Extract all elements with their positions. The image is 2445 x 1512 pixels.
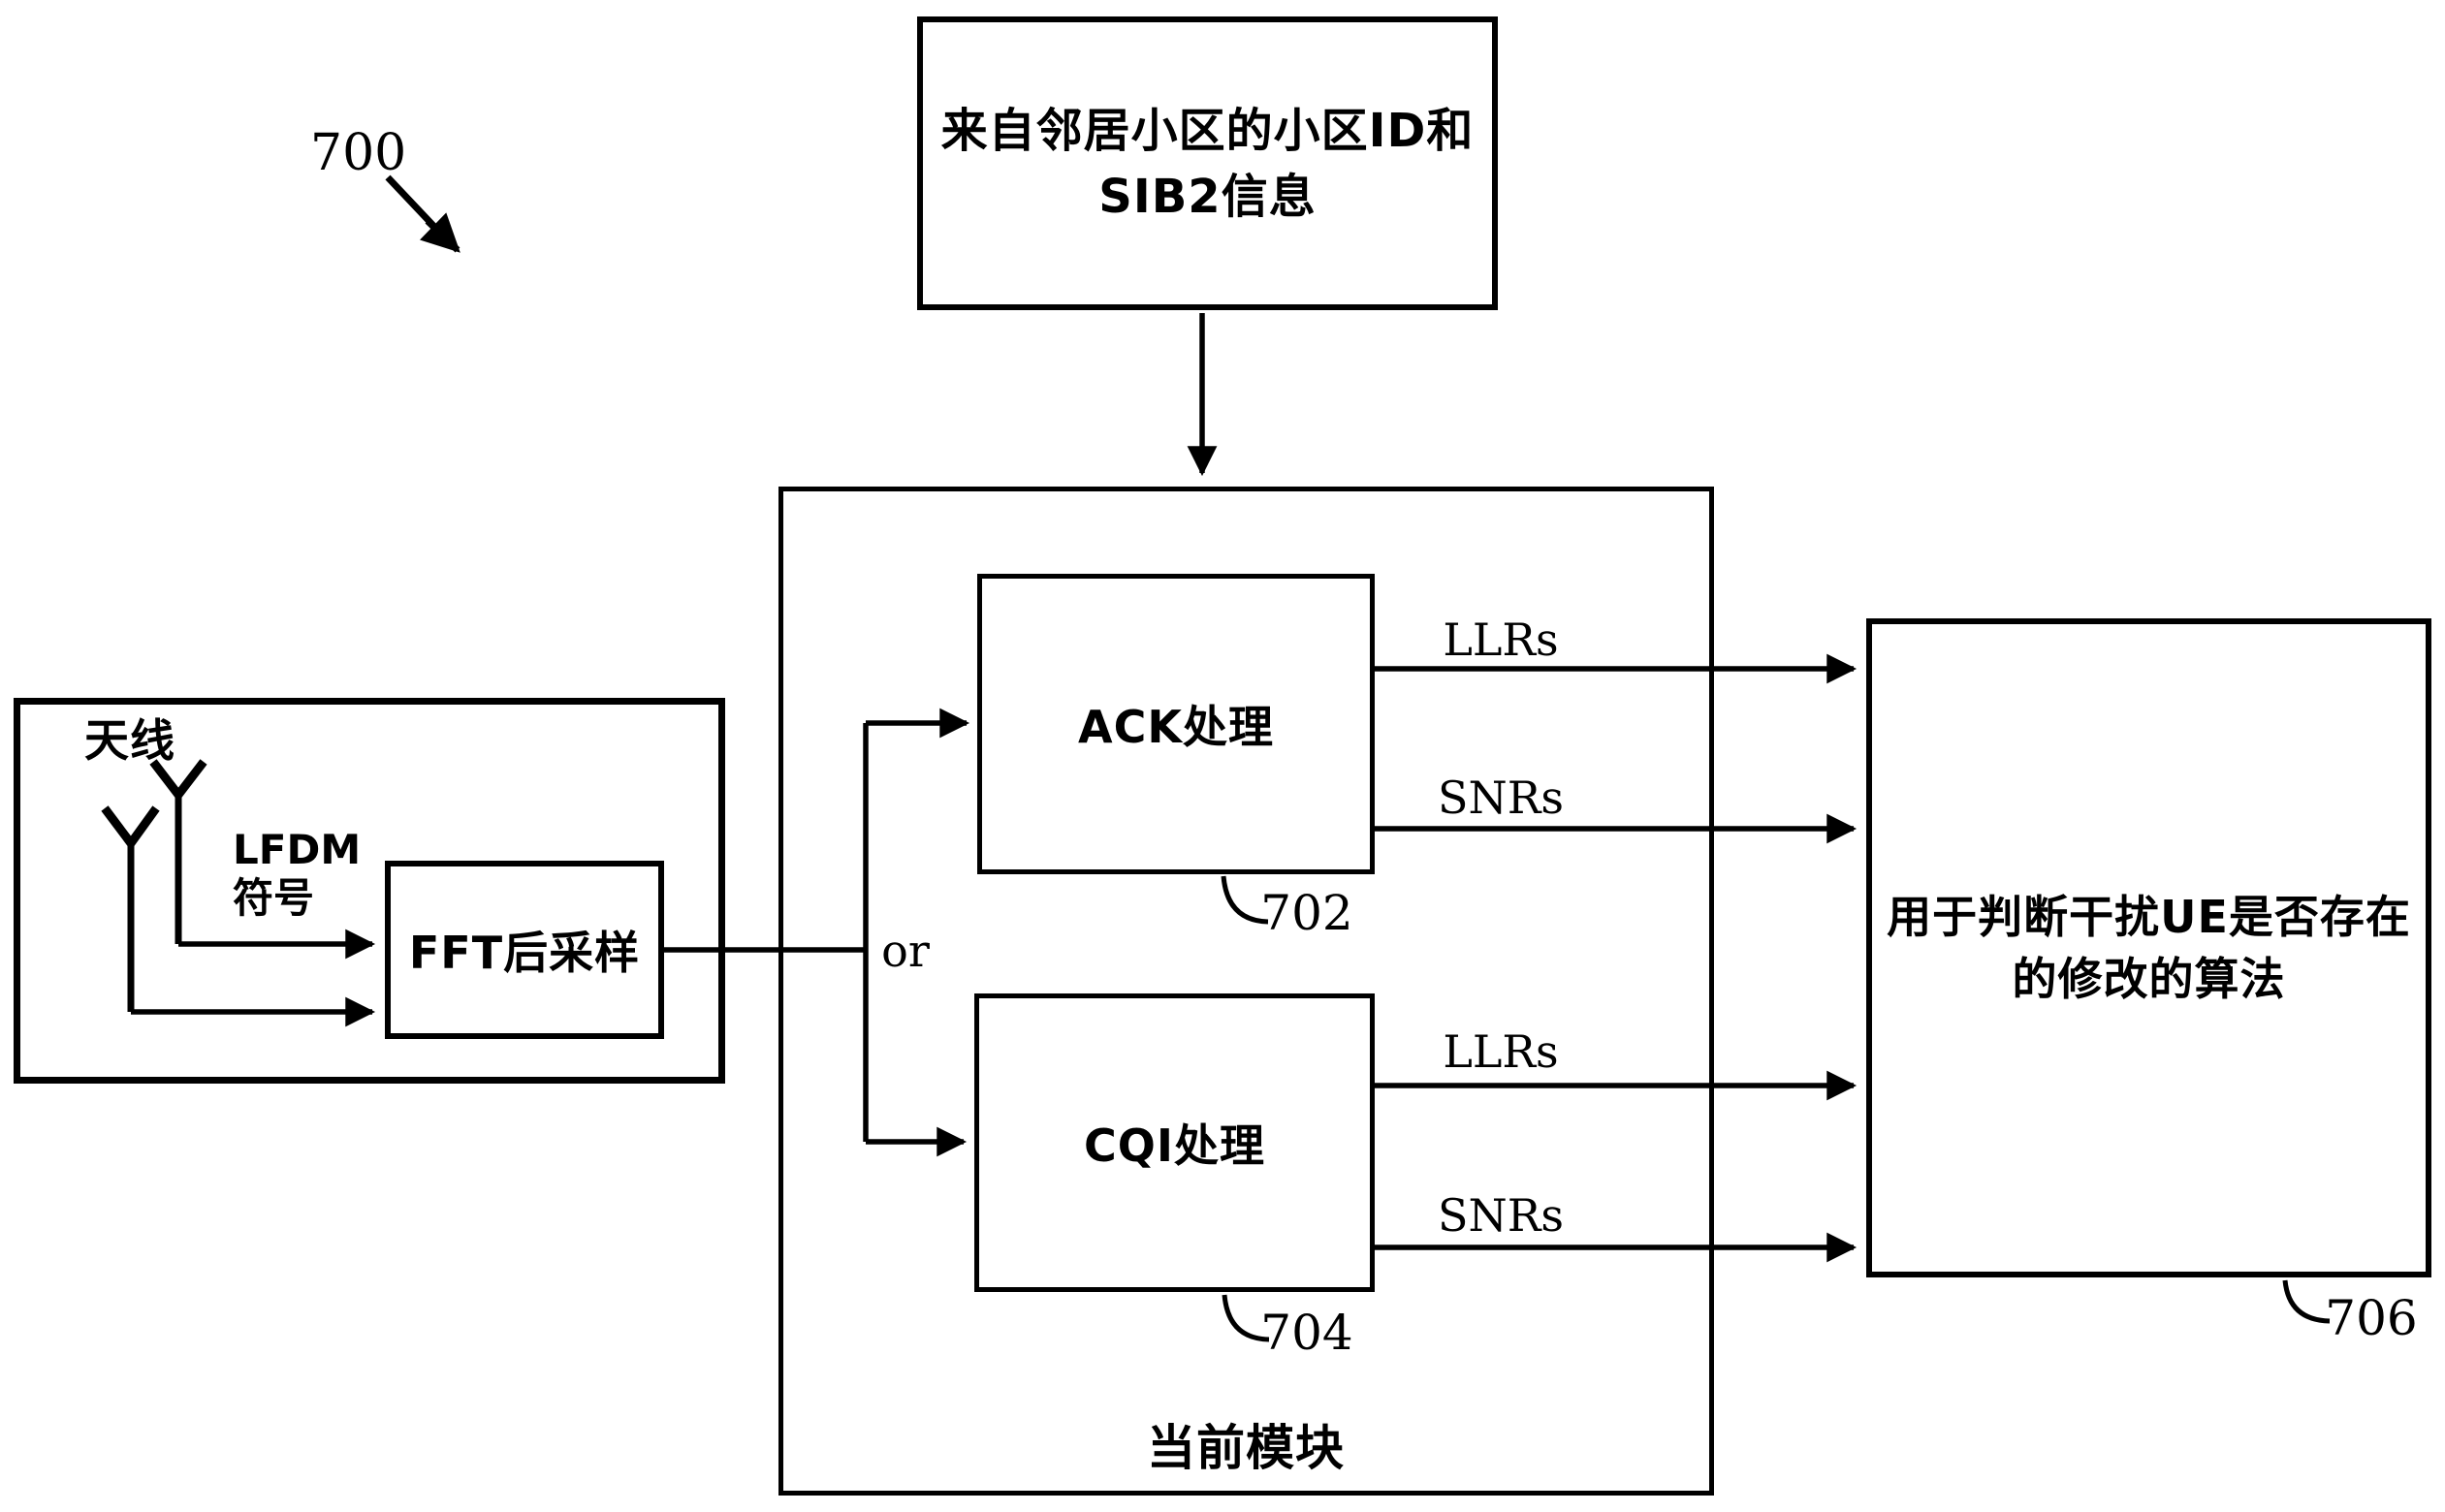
algorithm-line1: 用于判断干扰UE是否存在 xyxy=(1887,891,2411,943)
or-label: or xyxy=(881,925,930,977)
fft-sampling-label: FFT后采样 xyxy=(408,927,641,979)
current-module-box xyxy=(778,487,1714,1496)
algorithm-line2: 的修改的算法 xyxy=(2012,953,2286,1005)
algorithm-box: 用于判断干扰UE是否存在 的修改的算法 xyxy=(1866,618,2431,1277)
ack-processing-label: ACK处理 xyxy=(1077,701,1274,753)
antenna-label: 天线 xyxy=(84,714,175,767)
cqi-processing-label: CQI处理 xyxy=(1084,1119,1265,1172)
figure-ref-700: 700 xyxy=(310,124,407,182)
cqi-llrs-label: LLRs xyxy=(1443,1025,1559,1078)
neighbor-cell-info-box: 来自邻居小区的小区ID和 SIB2信息 xyxy=(917,16,1498,310)
ref-label-702: 702 xyxy=(1260,885,1353,941)
lfdm-symbol-line1: LFDM xyxy=(233,826,362,873)
cqi-snrs-label: SNRs xyxy=(1437,1189,1565,1242)
fft-sampling-box: FFT后采样 xyxy=(385,861,664,1039)
cqi-processing-box: CQI处理 xyxy=(974,993,1375,1292)
lfdm-symbol-label: LFDM 符号 xyxy=(233,826,361,923)
current-module-label: 当前模块 xyxy=(1147,1420,1345,1476)
ref-label-706: 706 xyxy=(2325,1290,2418,1346)
neighbor-cell-info-line1: 来自邻居小区的小区ID和 xyxy=(940,103,1475,158)
ack-llrs-label: LLRs xyxy=(1443,614,1559,666)
ref-label-704: 704 xyxy=(1260,1305,1353,1361)
neighbor-cell-info-line2: SIB2信息 xyxy=(1098,169,1317,224)
ack-processing-box: ACK处理 xyxy=(977,574,1375,874)
lfdm-symbol-line2: 符号 xyxy=(233,874,315,922)
zigzag-arrow-700 xyxy=(385,174,460,253)
ack-snrs-label: SNRs xyxy=(1437,772,1565,824)
ref-tick-706 xyxy=(2282,1279,2331,1324)
